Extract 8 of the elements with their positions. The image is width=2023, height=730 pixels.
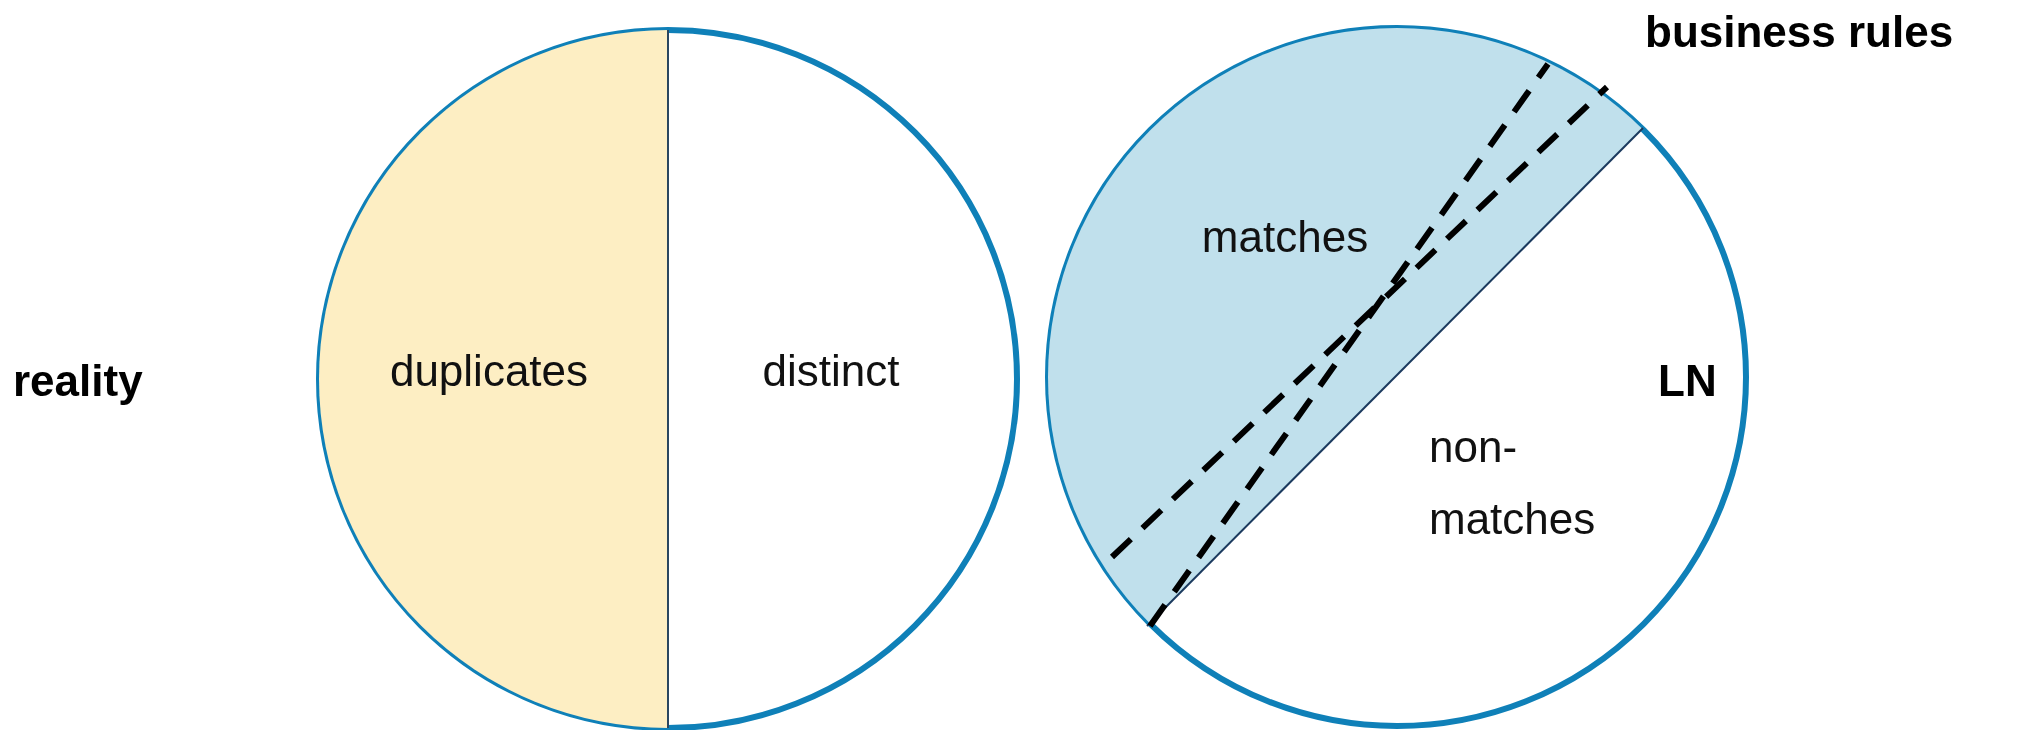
side-label: LN [1658,359,1717,403]
region-label: duplicates [389,349,589,393]
circle-diagram [316,27,1020,730]
side-label: business rules [1645,10,1954,54]
region-label: matches [1201,215,1369,259]
side-label: reality [13,359,143,403]
region-label: distinct [762,349,900,393]
region-label: non-matches [1429,421,1597,545]
